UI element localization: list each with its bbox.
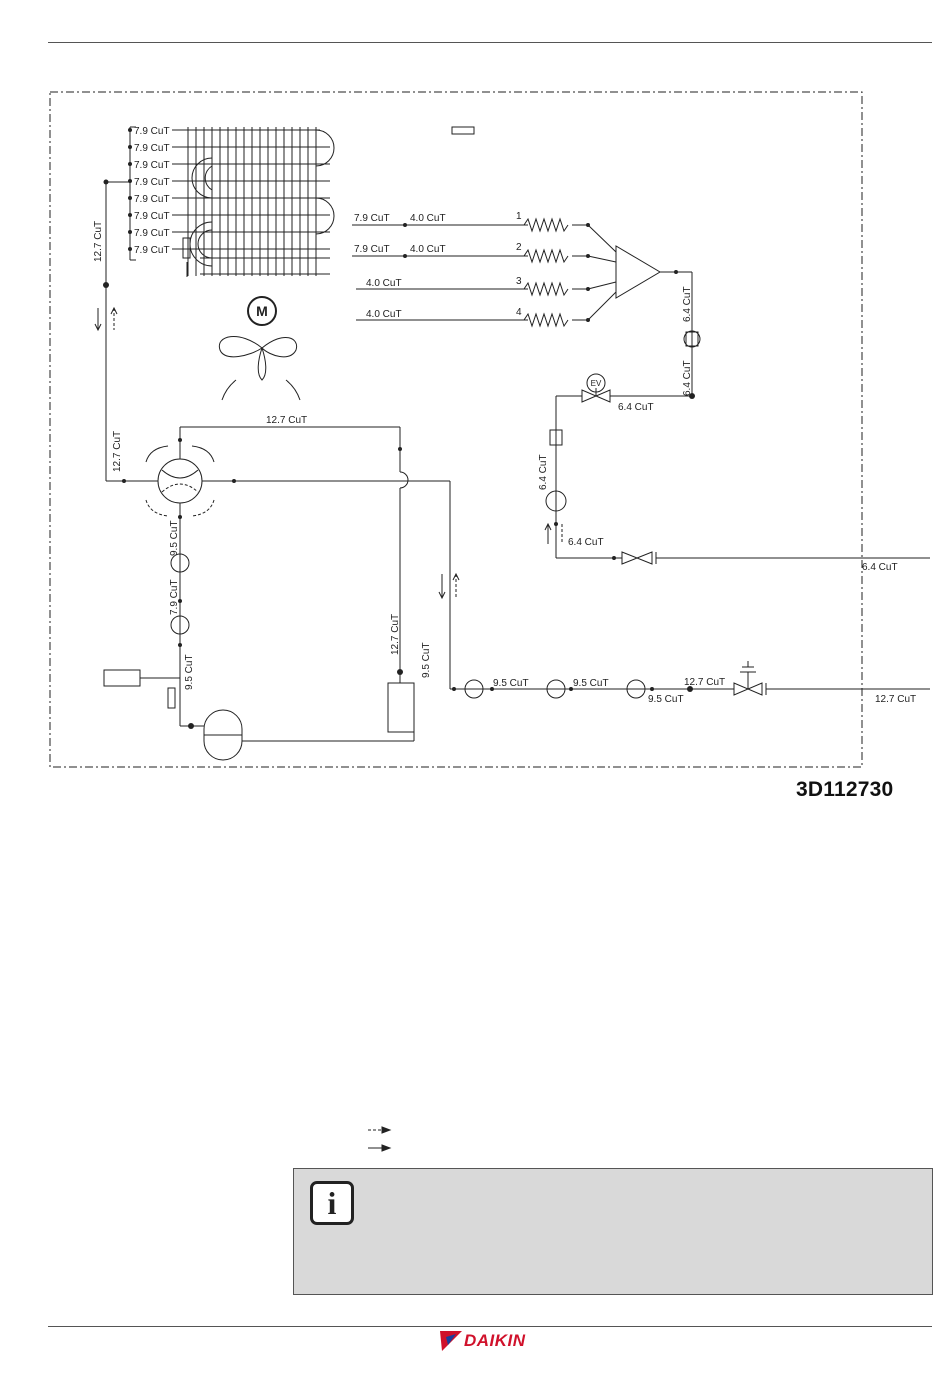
coil-pipe-label: 7.9 CuT [134, 143, 170, 154]
gas-pipe-lower-label: 12.7 CuT [112, 431, 123, 472]
distributor-pipe-b-3: 4.0 CuT [366, 278, 402, 289]
distributor-pipe-a-1: 7.9 CuT [354, 213, 390, 224]
gas-stop-label: 12.7 CuT [875, 694, 916, 705]
drawing-code: 3D112730 [796, 778, 894, 801]
distributor-pipe-a-2: 7.9 CuT [354, 244, 390, 255]
distributor-outlet-label: 6.4 CuT [682, 286, 693, 322]
ev-riser-label: 6.4 CuT [682, 360, 693, 396]
suction-label-2: 7.9 CuT [169, 579, 180, 615]
distributor-pipe-b-4: 4.0 CuT [366, 309, 402, 320]
distributor-number-1: 1 [516, 211, 522, 222]
header-rule [48, 42, 932, 43]
coil-pipe-label: 7.9 CuT [134, 211, 170, 222]
distributor-number-3: 3 [516, 276, 522, 287]
ev-outlet-label: 6.4 CuT [618, 402, 654, 413]
brand-name: DAIKIN [464, 1331, 526, 1350]
coil-pipe-label: 7.9 CuT [134, 177, 170, 188]
gas-line-label: 9.5 CuT [648, 694, 684, 705]
motor-label: M [256, 303, 268, 319]
discharge-label-2: 9.5 CuT [421, 642, 432, 678]
liquid-stop-label: 6.4 CuT [862, 562, 898, 573]
header-pipe-label: 12.7 CuT [93, 221, 104, 262]
liquid-branch-label: 6.4 CuT [568, 537, 604, 548]
distributor-number-4: 4 [516, 307, 522, 318]
suction-label-1: 9.5 CuT [169, 520, 180, 556]
suction-label-3: 9.5 CuT [184, 654, 195, 690]
distributor-number-2: 2 [516, 242, 522, 253]
gas-top-label: 12.7 CuT [266, 415, 307, 426]
distributor-pipe-b-2: 4.0 CuT [410, 244, 446, 255]
unit-boundary [49, 91, 863, 768]
flow-legend [366, 1122, 396, 1157]
coil-pipe-label: 7.9 CuT [134, 228, 170, 239]
gas-line-label: 9.5 CuT [573, 678, 609, 689]
coil-pipe-label: 7.9 CuT [134, 126, 170, 137]
gas-line-label: 9.5 CuT [493, 678, 529, 689]
info-icon: i [310, 1181, 354, 1225]
ev-label: EV [591, 379, 602, 388]
note-box: i [293, 1168, 933, 1295]
distributor-pipe-b-1: 4.0 CuT [410, 213, 446, 224]
gas-line-label: 12.7 CuT [684, 677, 725, 688]
coil-pipe-label: 7.9 CuT [134, 194, 170, 205]
distributor [615, 245, 661, 299]
coil-pipe-label: 7.9 CuT [134, 160, 170, 171]
daikin-logo-icon [440, 1331, 462, 1351]
brand-logo: DAIKIN [440, 1331, 526, 1351]
discharge-label: 12.7 CuT [390, 614, 401, 655]
coil-pipe-label: 7.9 CuT [134, 245, 170, 256]
footer-rule [48, 1326, 932, 1327]
heat-exchanger-coil [172, 127, 335, 276]
compressor [387, 682, 415, 733]
fan-icon [218, 296, 301, 401]
liquid-down-label: 6.4 CuT [538, 454, 549, 490]
